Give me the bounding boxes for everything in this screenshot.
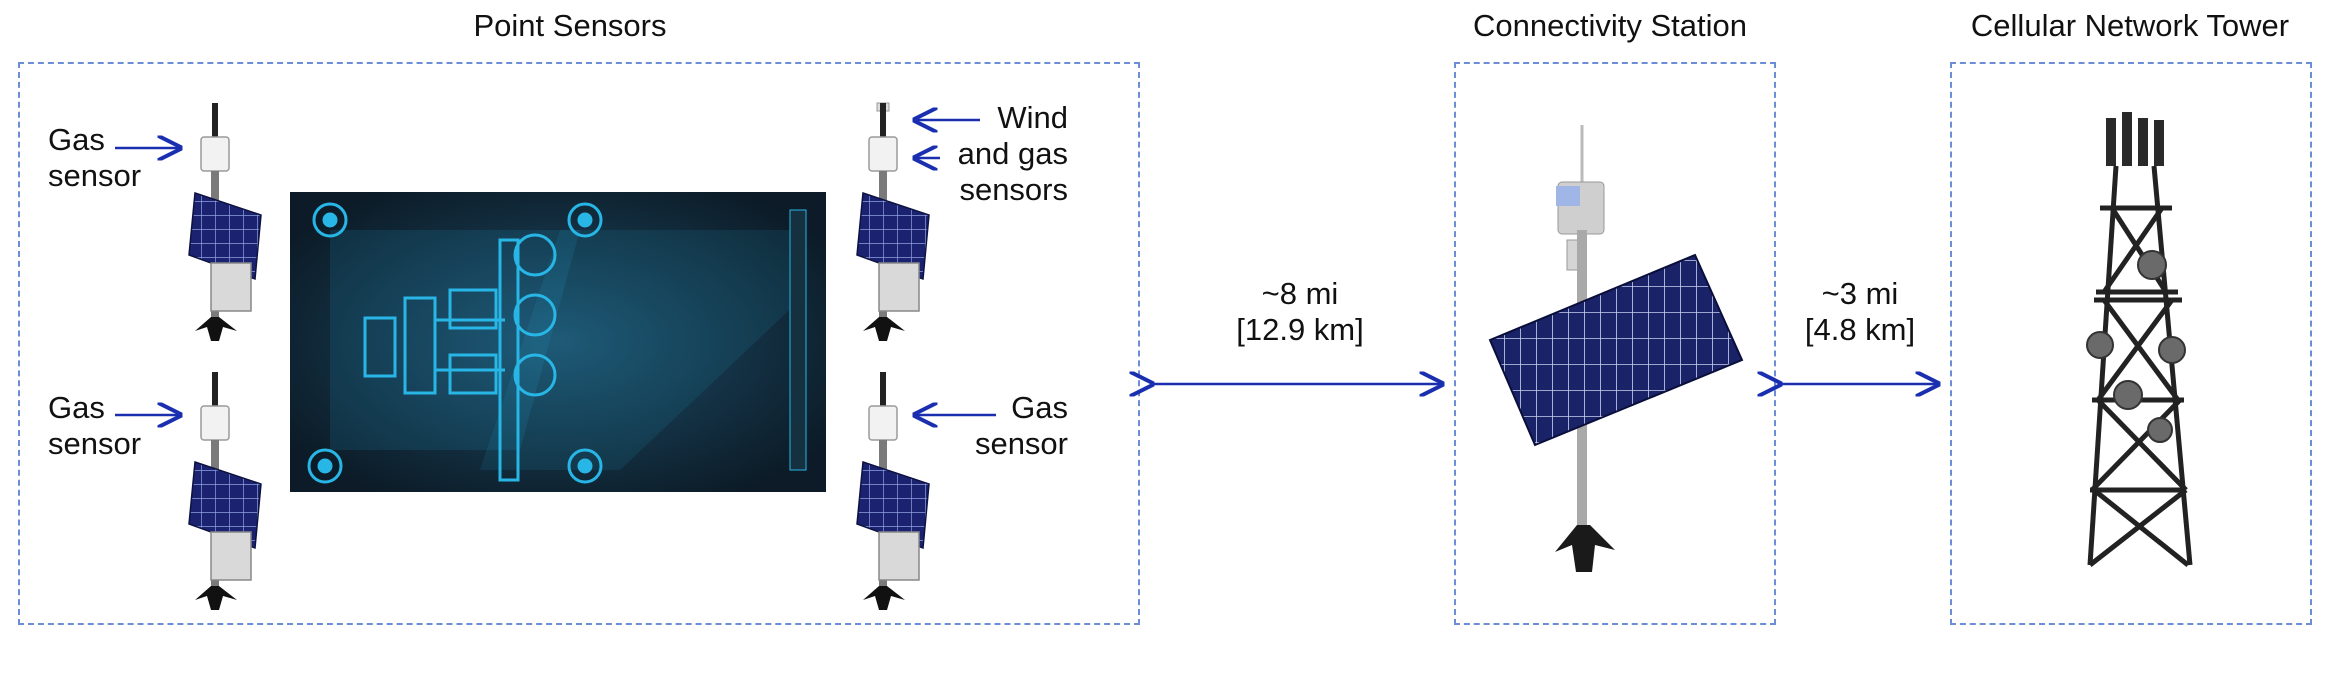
cellular-tower-box (1950, 62, 2312, 625)
connectivity-station-title: Connectivity Station (1473, 8, 1747, 43)
point-sensors-title: Point Sensors (473, 8, 667, 43)
point-sensors-box (18, 62, 1140, 625)
distance-label-sensors-station: ~8 mi[12.9 km] (1236, 276, 1364, 347)
connectivity-station-box (1454, 62, 1776, 625)
cell-tower-icon (2086, 112, 2193, 567)
facility-map-image (290, 192, 826, 492)
cellular-tower-title: Cellular Network Tower (1970, 8, 2290, 43)
distance-label-station-tower: ~3 mi[4.8 km] (1804, 276, 1916, 347)
label-arrows (115, 120, 996, 415)
connectivity-station-icon (1488, 125, 1744, 572)
sensor-pole-icon-top-left (188, 102, 262, 342)
sensor-pole-icon-bottom-right (856, 371, 930, 611)
sensor-pole-icon-bottom-left (188, 371, 262, 611)
sensor-pole-icon-top-right (856, 102, 930, 342)
